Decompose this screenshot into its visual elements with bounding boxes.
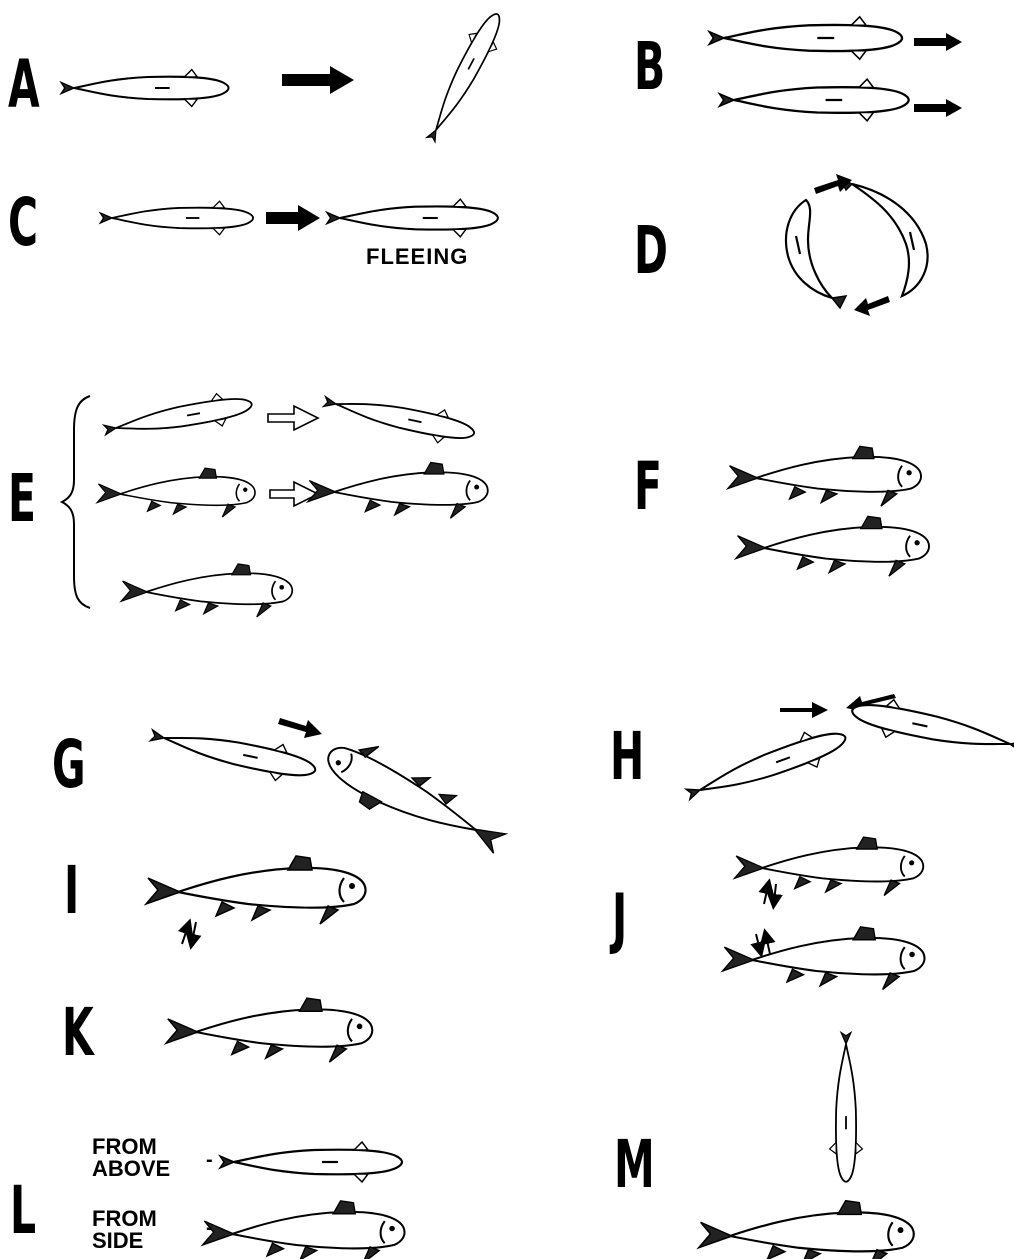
- panel-j-fish-2: [723, 927, 925, 990]
- panel-i-fish: [146, 856, 366, 924]
- panel-d-arrow-top: [814, 174, 852, 194]
- panel-b-fish-2: [719, 79, 908, 121]
- panel-j-double-arrow-2: [756, 934, 770, 954]
- panel-d-fish-right: [840, 178, 928, 296]
- panel-e-open-arrow-1: [268, 406, 318, 430]
- panel-h-arrow-right: [780, 702, 828, 718]
- panel-g-arrow: [278, 718, 322, 738]
- panel-e-open-arrow-2: [270, 482, 318, 506]
- panel-h-fish-left: [682, 720, 852, 812]
- panel-g-fish-2: [315, 728, 514, 872]
- panel-j-double-arrow-1: [764, 884, 776, 904]
- panel-f-fish-1: [728, 446, 921, 506]
- panel-e-fish-1: [102, 388, 255, 446]
- panel-b-arrow-1: [914, 33, 962, 51]
- panel-a-fish-2: [417, 7, 511, 147]
- panel-l-fish-from-side: [203, 1201, 405, 1259]
- panel-a-fish-1: [61, 70, 228, 107]
- panel-c-fish-1: [100, 201, 253, 235]
- panel-b-arrow-2: [914, 99, 962, 117]
- panel-e-fish-3: [97, 468, 255, 517]
- panel-e-brace: [62, 396, 90, 608]
- panel-b-fish-1: [709, 17, 902, 59]
- panel-j-fish-1: [734, 837, 923, 895]
- panel-c-arrow: [266, 205, 320, 231]
- panel-l-fish-from-above: [220, 1142, 402, 1182]
- panel-d-fish-left: [786, 200, 846, 308]
- panel-e-fish-2: [321, 385, 478, 450]
- panel-k-fish: [166, 998, 372, 1062]
- panel-m-fish-from-side: [699, 1201, 914, 1259]
- panel-e-fish-5: [121, 564, 292, 617]
- panel-a-arrow: [282, 66, 354, 94]
- panel-m-fish-from-above: [830, 1033, 863, 1182]
- panel-f-fish-2: [736, 516, 929, 576]
- panel-i-double-arrow: [182, 922, 196, 944]
- panel-e-fish-4: [308, 462, 488, 518]
- panel-c-fish-2: [327, 199, 498, 237]
- panel-d-arrow-bottom: [854, 296, 890, 316]
